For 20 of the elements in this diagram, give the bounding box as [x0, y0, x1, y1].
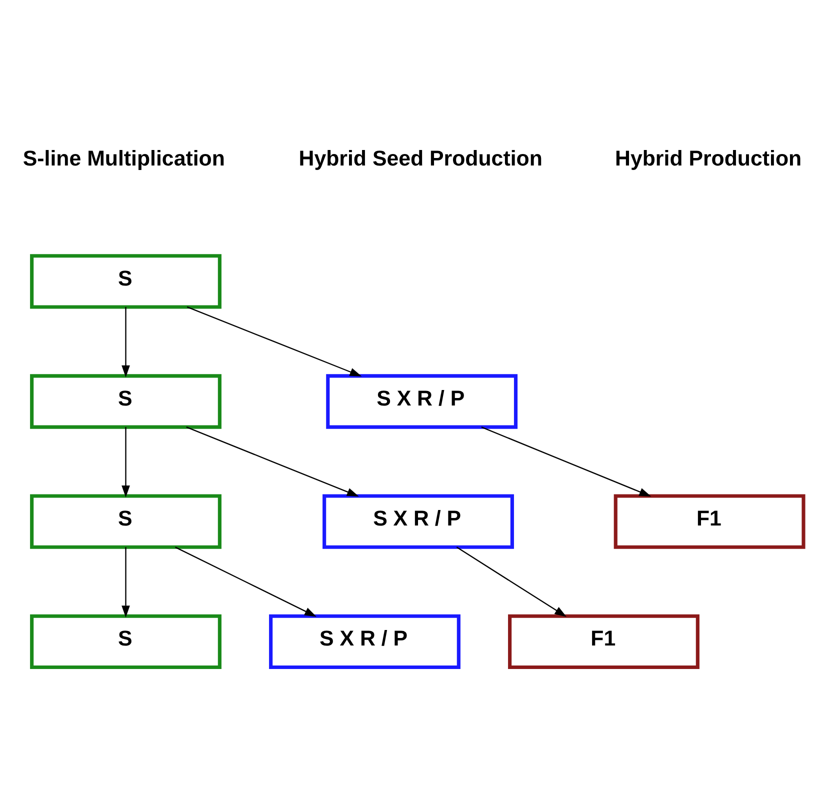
node-box: S X R / P — [326, 374, 518, 428]
arrow — [122, 426, 130, 497]
node-box: F1 — [508, 614, 700, 669]
label: Hybrid Production — [615, 146, 802, 170]
arrow — [122, 306, 130, 377]
label: Hybrid Seed Production — [298, 146, 542, 170]
node-box: S — [30, 614, 222, 669]
node-box: S X R / P — [322, 494, 514, 548]
arrow — [175, 546, 316, 616]
arrow — [186, 306, 362, 376]
label: S-line Multiplication — [22, 146, 225, 170]
node-box: S X R / P — [269, 614, 460, 669]
arrow — [122, 546, 130, 618]
node-box: S — [30, 494, 222, 548]
arrow — [481, 426, 652, 496]
node-box: S — [30, 374, 222, 428]
node-box: S — [30, 254, 222, 308]
node-box: F1 — [614, 494, 806, 548]
arrow — [456, 546, 567, 616]
arrow — [186, 426, 359, 496]
